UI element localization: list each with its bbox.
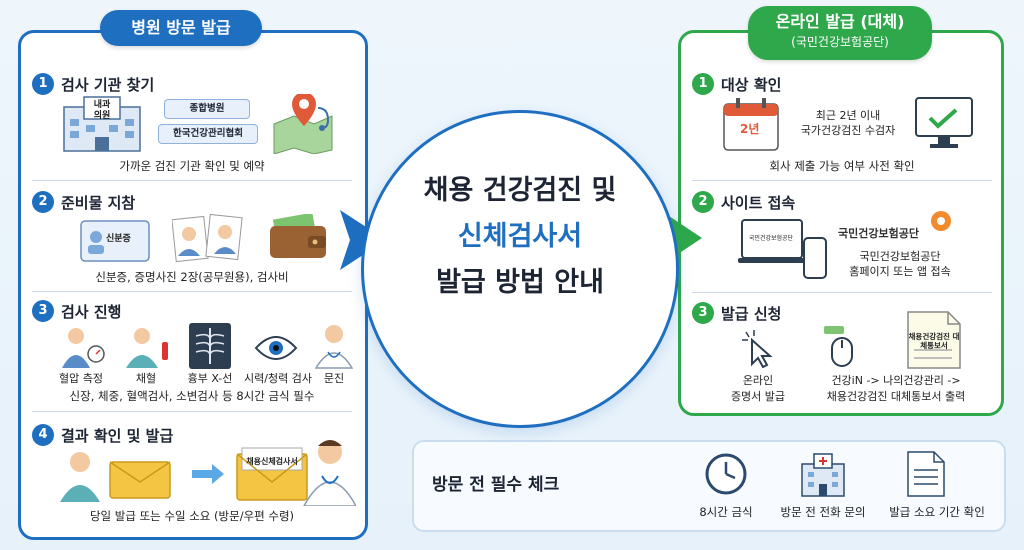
chip-general-hospital: 종합병원 <box>164 99 250 119</box>
online-issue-subtitle: (국민건강보험공단) <box>791 35 889 49</box>
divider <box>32 291 352 292</box>
map-pin-icon <box>273 94 333 154</box>
step-number: 3 <box>32 300 54 322</box>
center-title-circle <box>361 110 679 428</box>
calendar-label: 2년 <box>740 122 760 136</box>
arrow-right-icon <box>192 464 224 484</box>
right-step-2-text-2: 홈페이지 또는 앱 접속 <box>849 265 951 278</box>
nhis-logo-icon <box>931 211 951 231</box>
mouse-click-icon <box>824 326 853 367</box>
step-title-text: 발급 신청 <box>721 304 782 323</box>
document-icon <box>907 451 945 497</box>
right-step-2-title: 2 사이트 접속 <box>692 191 795 213</box>
left-step-4-title: 4 결과 확인 및 발급 <box>32 424 173 446</box>
right-step-3-title: 3 발급 신청 <box>692 302 781 324</box>
wallet-icon <box>270 214 326 258</box>
check-item-duration: 발급 소요 기간 확인 <box>889 505 985 519</box>
step-number: 2 <box>32 191 54 213</box>
blood-draw-icon <box>126 328 168 368</box>
hospital-visit-header: 병원 방문 발급 <box>100 10 262 46</box>
step-number: 1 <box>692 73 714 95</box>
center-title-line-1: 채용 건강검진 및 <box>423 175 617 206</box>
right-step-3-right-1: 건강iN -> 나의건강관리 -> <box>831 374 961 387</box>
divider <box>32 180 352 181</box>
right-step-2-text-1: 국민건강보험공단 <box>859 250 941 263</box>
laptop-screen-label: 국민건강보험공단 <box>748 235 794 242</box>
right-step-1-text-1: 최근 2년 이내 <box>815 109 881 122</box>
doctor-icon <box>314 325 354 369</box>
hospital-building-icon <box>63 96 141 152</box>
step-title-text: 사이트 접속 <box>721 193 796 212</box>
online-issue-header: 온라인 발급 (대체) (국민건강보험공단) <box>748 6 932 60</box>
label-blood-pressure: 혈압 측정 <box>59 372 103 385</box>
right-step-1-text-2: 국가건강검진 수검자 <box>800 124 896 137</box>
id-photos-icon <box>172 213 243 263</box>
label-blood-draw: 채혈 <box>135 372 157 385</box>
hospital-icon <box>801 453 845 497</box>
label-vision-hearing: 시력/청력 검사 <box>244 372 312 385</box>
eye-icon <box>254 336 298 360</box>
nhis-brand: 국민건강보험공단 <box>838 227 919 240</box>
doctor-thumbs-up-icon <box>303 440 356 506</box>
online-issue-title: 온라인 발급 (대체) <box>775 12 905 31</box>
step-title-text: 준비물 지참 <box>61 193 136 212</box>
result-envelope-icon <box>236 447 308 501</box>
left-step-1-title: 1 검사 기관 찾기 <box>32 73 154 95</box>
clock-icon <box>705 453 747 495</box>
left-step-3-caption: 신장, 체중, 혈액검사, 소변검사 등 8시간 금식 필수 <box>69 389 315 403</box>
check-item-fasting: 8시간 금식 <box>699 505 753 519</box>
hospital-sign: 내과 의원 <box>93 100 111 121</box>
divider <box>32 411 352 412</box>
left-step-4-caption: 당일 발급 또는 수일 소요 (방문/우편 수령) <box>89 509 295 523</box>
laptop-phone-icon <box>738 219 827 279</box>
divider <box>692 180 992 181</box>
right-step-3-right-2: 채용건강검진 대체통보서 출력 <box>826 390 966 403</box>
step-number: 4 <box>32 424 54 446</box>
document-label: 채용건강검진 대체통보서 <box>908 332 960 350</box>
check-item-phone: 방문 전 전화 문의 <box>780 505 866 519</box>
chest-xray-icon <box>189 323 231 369</box>
blood-pressure-icon <box>62 328 105 368</box>
step-number: 1 <box>32 73 54 95</box>
step-title-text: 결과 확인 및 발급 <box>61 426 174 445</box>
document-icon <box>907 311 961 369</box>
person-with-envelope-icon <box>60 452 171 502</box>
checklist-title: 방문 전 필수 체크 <box>432 475 560 495</box>
cursor-click-icon <box>742 330 773 368</box>
left-step-3-title: 3 검사 진행 <box>32 300 121 322</box>
step-title-text: 검사 기관 찾기 <box>61 75 155 94</box>
left-step-2-title: 2 준비물 지참 <box>32 191 135 213</box>
left-step-2-caption: 신분증, 증명사진 2장(공무원용), 검사비 <box>95 270 289 284</box>
left-step-1-caption: 가까운 검진 기관 확인 및 예약 <box>119 159 265 173</box>
step-title-text: 대상 확인 <box>721 75 782 94</box>
id-card-icon <box>80 220 150 262</box>
step-number: 2 <box>692 191 714 213</box>
right-step-1-caption: 회사 제출 가능 여부 사전 확인 <box>769 159 915 173</box>
label-interview: 문진 <box>323 372 345 385</box>
result-doc-label: 채용신체검사서 <box>246 457 298 466</box>
divider <box>692 292 992 293</box>
center-title-line-2: 신체검사서 <box>457 221 583 252</box>
monitor-check-icon <box>915 97 973 148</box>
step-title-text: 검사 진행 <box>61 302 122 321</box>
right-step-1-title: 1 대상 확인 <box>692 73 781 95</box>
chip-health-association: 한국건강관리협회 <box>158 124 258 144</box>
id-card-label: 신분증 <box>106 234 131 244</box>
center-title-line-3: 발급 방법 안내 <box>436 267 604 298</box>
right-step-3-left-1: 온라인 <box>742 374 774 387</box>
center-title: 채용 건강검진 및 신체검사서 발급 방법 안내 <box>361 168 679 306</box>
calendar-icon <box>723 98 779 151</box>
step-number: 3 <box>692 302 714 324</box>
label-chest-xray: 흉부 X-선 <box>187 372 233 385</box>
right-step-3-left-2: 증명서 발급 <box>730 390 786 403</box>
checklist-panel <box>412 440 1006 532</box>
